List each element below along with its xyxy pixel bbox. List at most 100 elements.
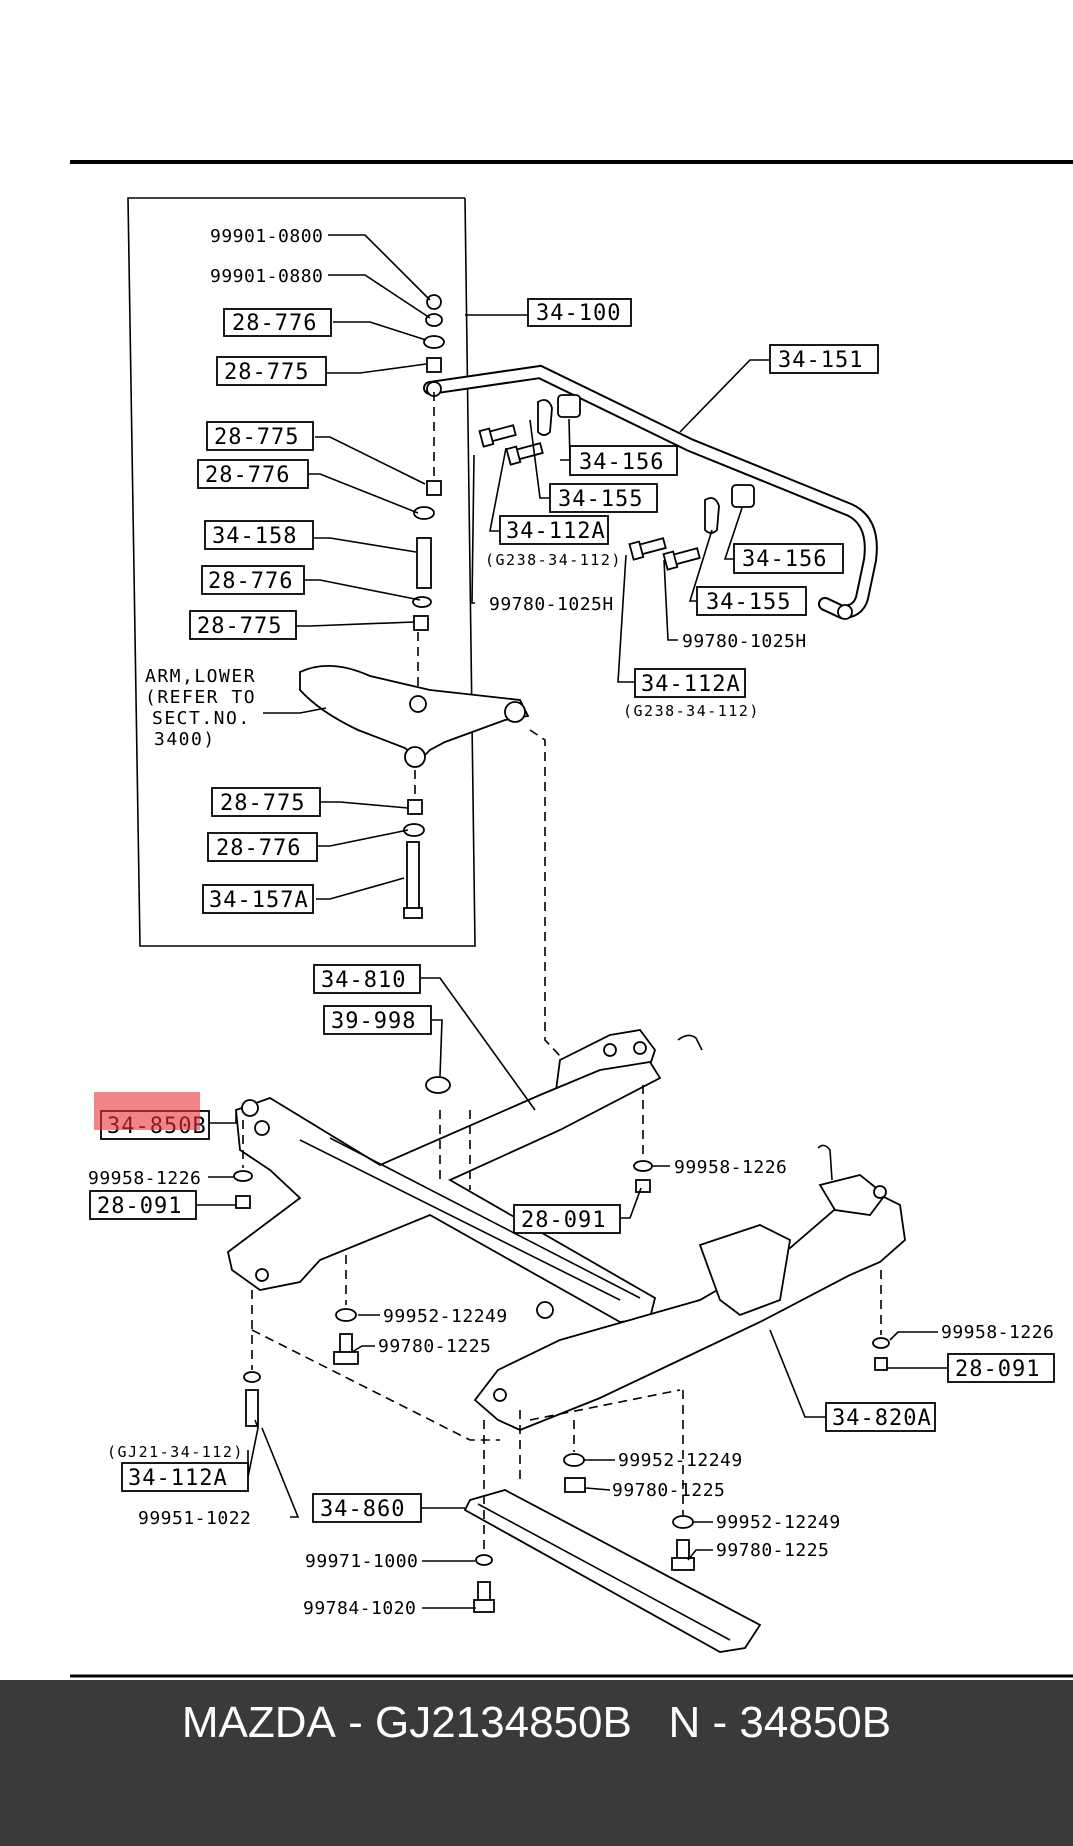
svg-text:99958-1226: 99958-1226 — [88, 1168, 201, 1189]
callout-99784-1020: 99784-1020 — [303, 1598, 416, 1619]
part-number-caption: MAZDA - GJ2134850B N - 34850B — [0, 1683, 1073, 1763]
svg-text:99780-1225: 99780-1225 — [716, 1540, 829, 1561]
svg-text:34-156: 34-156 — [742, 547, 827, 572]
callout-99901-0880: 99901-0880 — [210, 266, 323, 287]
callout-28-776-c: 28-776 — [201, 565, 305, 595]
callout-34-850B: 34-850B — [94, 1092, 210, 1140]
callout-34-155-b: 34-155 — [696, 586, 807, 616]
svg-text:28-776: 28-776 — [232, 311, 317, 336]
callout-34-810: 34-810 — [313, 964, 421, 994]
under-cover-34-860 — [463, 1489, 762, 1653]
svg-text:28-091: 28-091 — [955, 1357, 1040, 1382]
callout-28-775-b: 28-775 — [206, 421, 314, 451]
svg-text:(G238-34-112): (G238-34-112) — [485, 551, 622, 569]
svg-text:99958-1226: 99958-1226 — [941, 1322, 1054, 1343]
callout-34-156-b: 34-156 — [733, 543, 844, 574]
callout-99952-12249-a: 99952-12249 — [383, 1306, 507, 1327]
svg-text:99958-1226: 99958-1226 — [674, 1157, 787, 1178]
svg-text:34-860: 34-860 — [320, 1497, 405, 1522]
svg-text:28-775: 28-775 — [224, 360, 309, 385]
parts-diagram: 99901-0800 99901-0880 28-776 28-775 34-1… — [70, 160, 1073, 1678]
svg-text:99952-12249: 99952-12249 — [618, 1450, 743, 1471]
svg-text:99901-0880: 99901-0880 — [210, 266, 323, 287]
svg-text:ARM,LOWER: ARM,LOWER — [145, 666, 256, 687]
svg-text:28-775: 28-775 — [220, 791, 305, 816]
lower-arm — [299, 664, 530, 768]
callout-99958-1226-b: 99958-1226 — [674, 1157, 787, 1178]
callout-99952-12249-b: 99952-12249 — [618, 1450, 743, 1471]
crossmember-34-810 — [226, 1029, 703, 1323]
callout-99780-1225-c: 99780-1225 — [716, 1540, 829, 1561]
oem-part-number: GJ2134850B — [374, 1698, 632, 1747]
callout-28-091-a: 28-091 — [89, 1190, 197, 1220]
svg-text:34-151: 34-151 — [778, 348, 863, 373]
lower-link-stack — [403, 770, 425, 919]
leader-lines — [193, 234, 948, 1609]
callout-99780-1225-b: 99780-1225 — [612, 1480, 725, 1501]
callout-28-091-c: 28-091 — [947, 1353, 1055, 1383]
crossmember-34-820A — [473, 1144, 906, 1431]
plug-39-998 — [425, 1076, 451, 1094]
callout-g238-a: (G238-34-112) — [485, 551, 622, 569]
stabilizer-link-stack — [412, 294, 445, 700]
callout-34-151: 34-151 — [769, 344, 879, 374]
callout-34-112A-b: 34-112A — [634, 668, 746, 698]
callout-34-100: 34-100 — [527, 298, 632, 327]
callout-99901-0800: 99901-0800 — [210, 226, 323, 247]
callout-28-775-c: 28-775 — [189, 610, 297, 640]
svg-text:99784-1020: 99784-1020 — [303, 1598, 416, 1619]
svg-text:34-155: 34-155 — [558, 487, 643, 512]
callout-99780-1025H-b: 99780-1025H — [682, 631, 806, 652]
svg-text:28-776: 28-776 — [216, 836, 301, 861]
fasteners — [233, 1160, 890, 1613]
callout-gj21: (GJ21-34-112) — [107, 1443, 244, 1461]
callout-99971-1000: 99971-1000 — [305, 1551, 418, 1572]
separator: - — [335, 1698, 375, 1747]
svg-text:99951-1022: 99951-1022 — [138, 1508, 251, 1529]
svg-text:34-155: 34-155 — [706, 590, 791, 615]
svg-text:3400): 3400) — [154, 729, 216, 750]
spacer — [632, 1683, 669, 1763]
callout-34-158: 34-158 — [204, 520, 314, 550]
callout-g238-b: (G238-34-112) — [623, 702, 760, 720]
svg-text:99971-1000: 99971-1000 — [305, 1551, 418, 1572]
stabilizer-bar — [423, 364, 878, 620]
callout-99780-1025H-a: 99780-1025H — [489, 594, 613, 615]
svg-text:34-156: 34-156 — [579, 450, 664, 475]
svg-text:28-091: 28-091 — [97, 1194, 182, 1219]
svg-text:(G238-34-112): (G238-34-112) — [623, 702, 760, 720]
svg-text:34-820A: 34-820A — [832, 1406, 932, 1431]
brand-name: MAZDA — [181, 1698, 336, 1747]
svg-text:34-100: 34-100 — [536, 301, 621, 326]
svg-text:34-157A: 34-157A — [209, 888, 309, 913]
svg-text:34-810: 34-810 — [321, 968, 406, 993]
svg-text:99780-1225: 99780-1225 — [378, 1336, 491, 1357]
callout-28-776-a: 28-776 — [223, 308, 332, 337]
svg-text:(REFER TO: (REFER TO — [145, 687, 256, 708]
svg-text:34-112A: 34-112A — [506, 519, 606, 544]
callout-99780-1225-a: 99780-1225 — [378, 1336, 491, 1357]
svg-text:34-112A: 34-112A — [641, 672, 741, 697]
callout-34-157A: 34-157A — [202, 884, 314, 914]
diagram-part-number: 34850B — [739, 1698, 892, 1747]
callout-34-156-a: 34-156 — [569, 445, 678, 476]
callout-34-860: 34-860 — [312, 1493, 422, 1523]
svg-text:99780-1225: 99780-1225 — [612, 1480, 725, 1501]
svg-text:28-091: 28-091 — [521, 1208, 606, 1233]
highlight-box — [94, 1092, 200, 1130]
stabilizer-bushings — [537, 394, 755, 534]
svg-text:28-776: 28-776 — [205, 463, 290, 488]
alignment-lines — [242, 1085, 882, 1552]
callout-34-155-a: 34-155 — [549, 483, 658, 513]
callout-28-776-d: 28-776 — [207, 832, 318, 862]
callout-34-112A-a: 34-112A — [499, 515, 609, 545]
callout-99951-1022: 99951-1022 — [138, 1508, 251, 1529]
arm-alignment-line — [529, 729, 561, 1057]
separator: - — [700, 1698, 740, 1747]
svg-text:(GJ21-34-112): (GJ21-34-112) — [107, 1443, 244, 1461]
bracket-bolts — [478, 424, 701, 571]
callout-99958-1226-c: 99958-1226 — [941, 1322, 1054, 1343]
svg-text:28-775: 28-775 — [214, 425, 299, 450]
svg-text:28-776: 28-776 — [208, 569, 293, 594]
svg-text:99952-12249: 99952-12249 — [716, 1512, 841, 1533]
